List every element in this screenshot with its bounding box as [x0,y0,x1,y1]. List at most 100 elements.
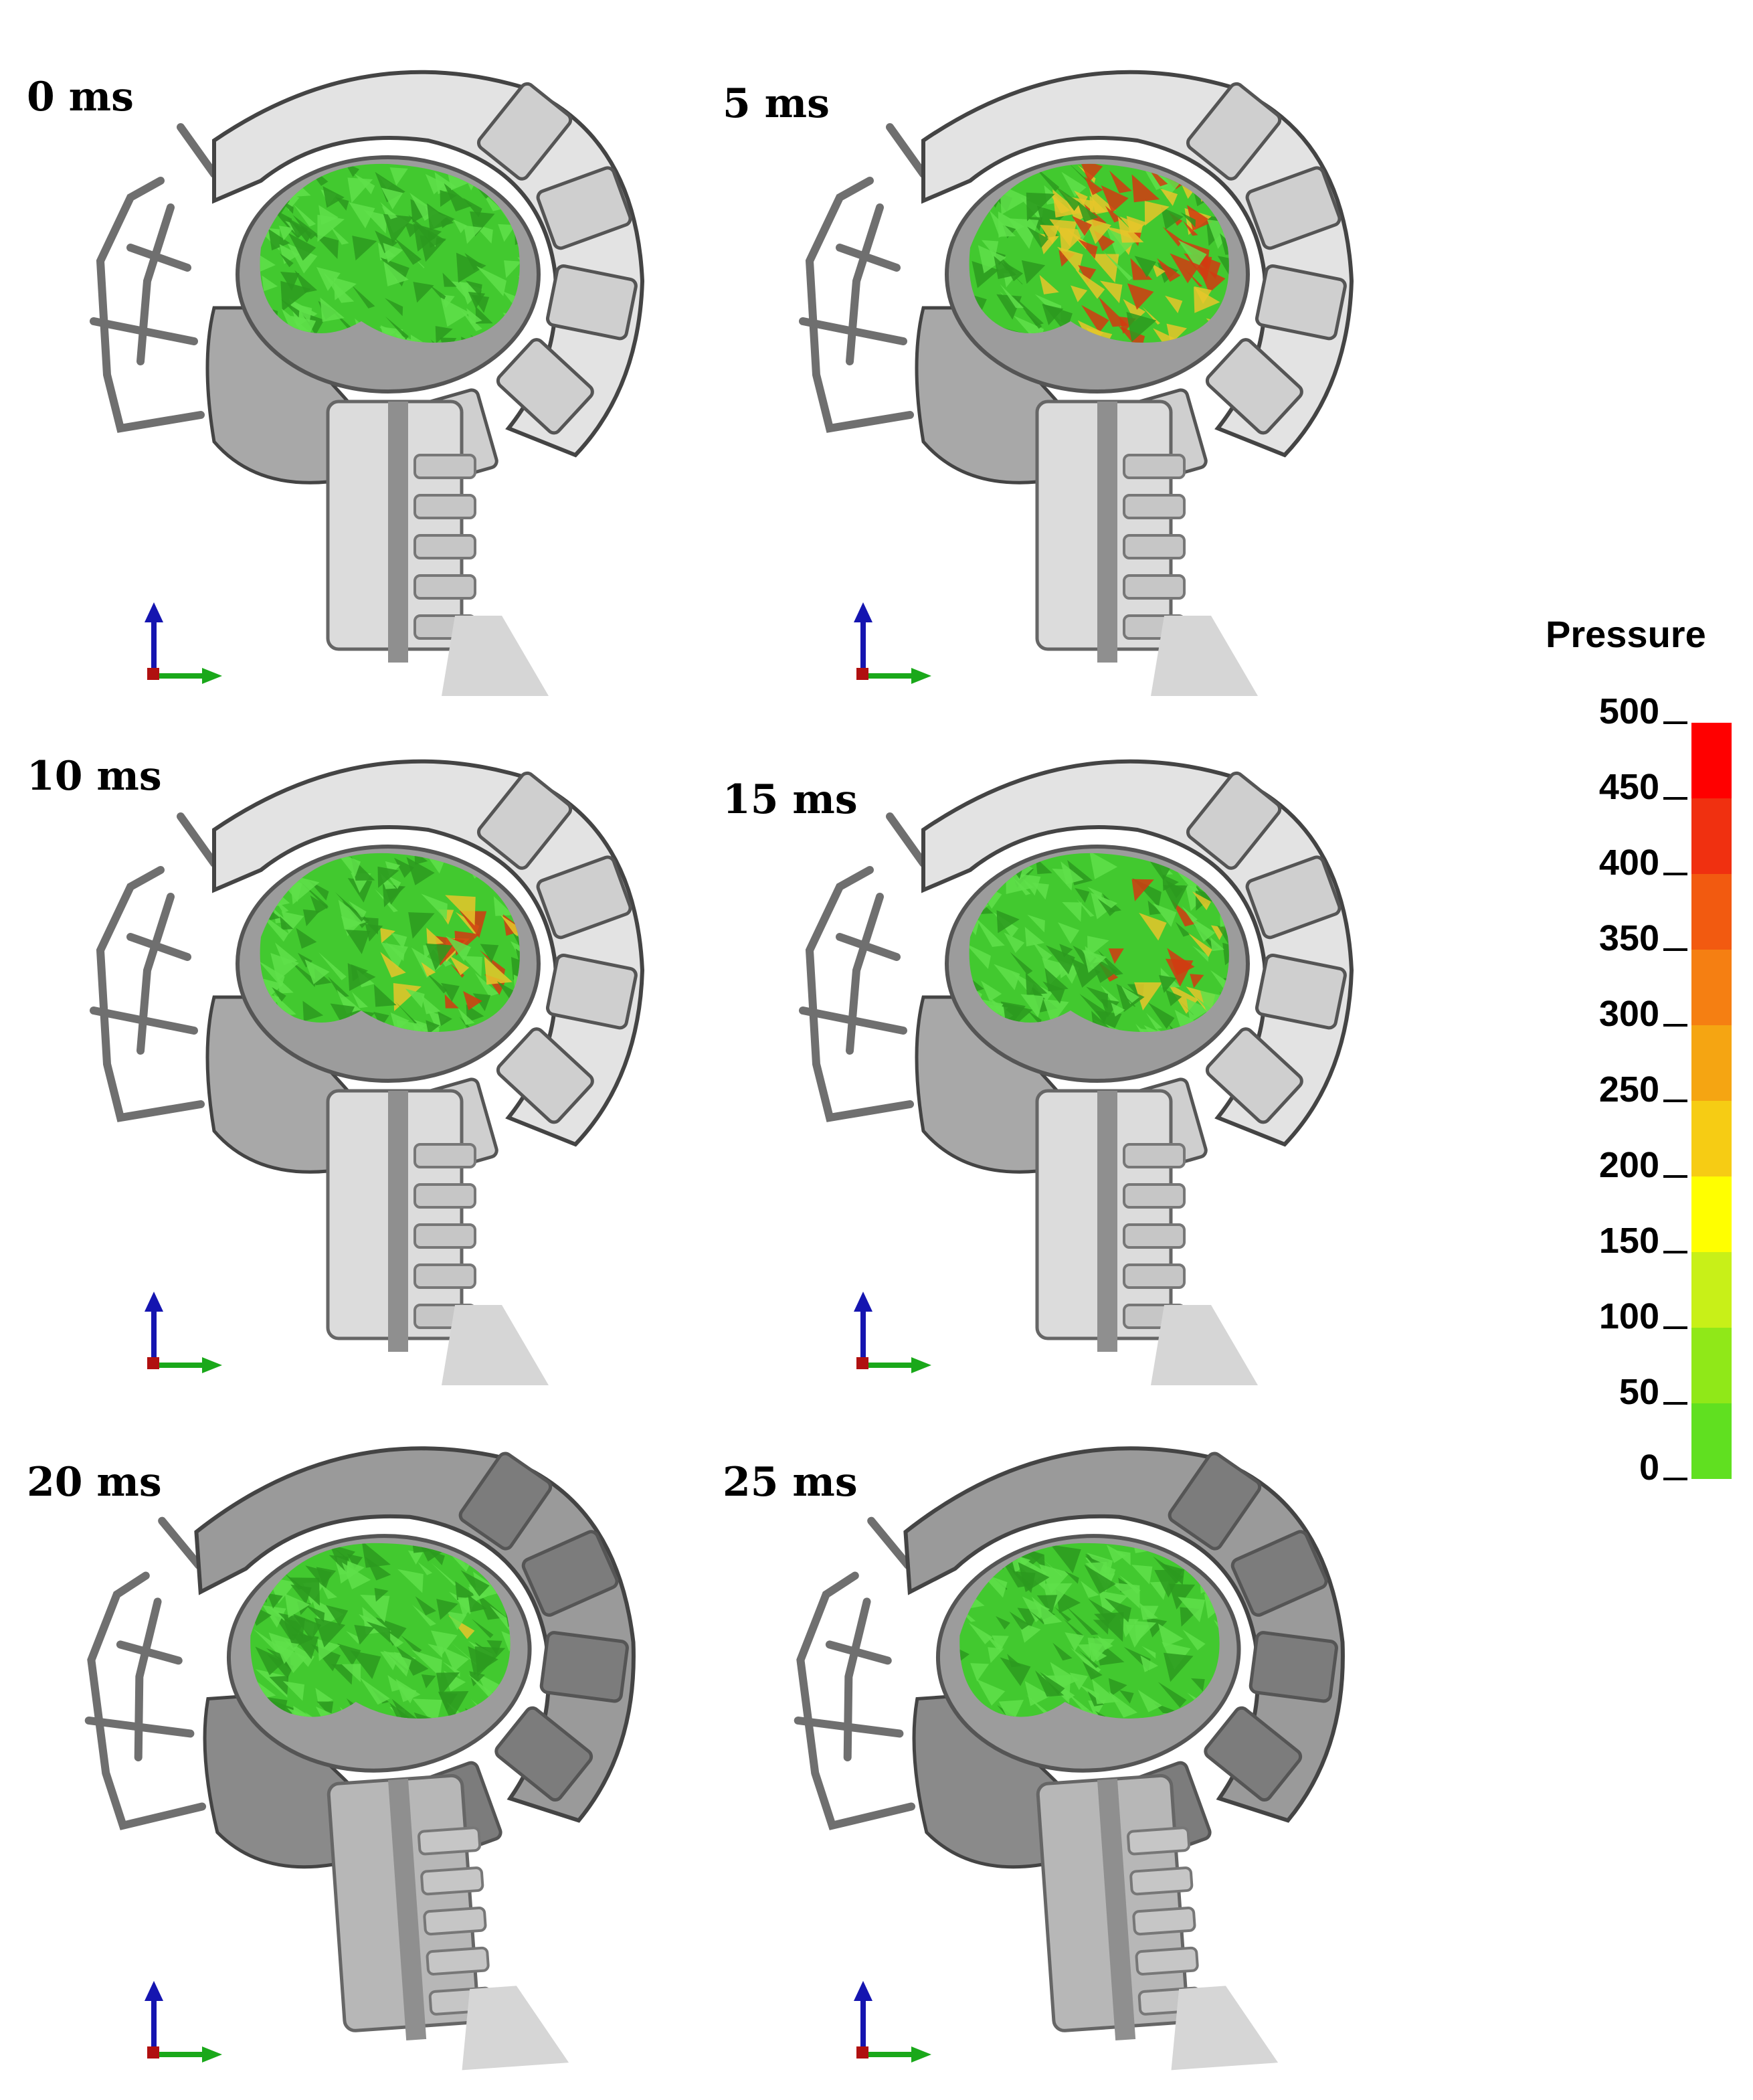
helmet-pad [1186,82,1282,181]
panel-25ms: 25 ms [723,1405,1418,2081]
panel-10ms: 10 ms [13,716,709,1392]
panel-20ms: 20 ms [13,1405,709,2081]
brain [244,1533,516,1731]
helmet-pad [1245,855,1342,940]
legend-tick-label: 0 [1639,1448,1659,1488]
time-label: 0 ms [27,74,134,120]
legend-tick-label: 400 [1598,843,1659,883]
axis-triad [854,602,931,684]
spinal-rod [1097,1778,1136,2041]
legend-color-segment [1691,1252,1732,1328]
vertebra [413,1263,476,1289]
legend-tick-label: 250 [1598,1069,1659,1110]
legend-color-segment [1691,1328,1732,1403]
helmet-pad [1205,338,1303,435]
time-label: 20 ms [27,1459,162,1506]
helmet-pad [476,82,573,181]
helmet-pad [539,1631,629,1703]
vertebra [1135,1946,1199,1976]
render-group [794,1446,1345,2071]
vertebra [413,454,476,479]
legend-tick-mark [1663,1175,1687,1178]
panel-0ms: 0 ms [13,27,709,703]
legend-color-segment [1691,874,1732,950]
time-label: 25 ms [723,1459,858,1506]
vertebra [413,1143,476,1168]
helmet-pad [536,855,632,940]
legend-tick-mark [1663,1100,1687,1102]
vertebra [426,1946,490,1976]
render-group [799,759,1354,1385]
helmet-brain-render [90,759,645,1385]
legend-tick-label: 350 [1598,918,1659,958]
panel-15ms: 15 ms [723,716,1418,1392]
axis-triad [854,1981,931,2063]
legend-color-segment [1691,1403,1732,1479]
helmet-pad [476,771,573,870]
vertebra [1123,534,1186,559]
vertebra [1123,1143,1186,1168]
legend-title: Pressure [1546,613,1706,655]
helmet-pad [1168,1452,1262,1551]
vertebra [1123,1223,1186,1249]
neck-base [1171,1986,1279,2071]
legend-tick-mark [1663,1251,1687,1253]
legend-tick-mark [1663,1024,1687,1027]
helmet-pad [458,1452,553,1551]
legend-tick-mark [1663,797,1687,800]
vertebra [1129,1866,1194,1896]
legend-tick-label: 100 [1598,1296,1659,1336]
spinal-rod [388,402,408,663]
axis-triad [145,1292,222,1373]
helmet-pad [521,1530,619,1617]
helmet-brain-render [799,759,1354,1385]
time-label: 15 ms [723,776,858,823]
neck-base [462,1986,569,2071]
legend-color-segment [1691,798,1732,874]
time-label: 5 ms [723,80,830,127]
helmet-pad [1186,771,1282,870]
vertebra [413,1183,476,1209]
helmet-brain-render [794,1446,1345,2071]
vertebra [1123,494,1186,519]
legend-tick-label: 150 [1598,1221,1659,1261]
helmet-pad [1205,1027,1303,1124]
render-group [799,70,1354,696]
axis-triad [145,1981,222,2063]
vertebra [1123,454,1186,479]
vertebra [1132,1906,1196,1936]
face-cage [90,123,218,433]
helmet-shell [903,1446,1345,1823]
vertebra [418,1826,482,1856]
legend-tick-label: 200 [1598,1145,1659,1185]
vertebra [413,1223,476,1249]
brain [969,853,1229,1032]
helmet-brain-render [84,1446,636,2071]
legend-tick-mark [1663,721,1687,724]
legend-tick-label: 450 [1598,767,1659,807]
legend-color-segment [1691,950,1732,1025]
helmet-pad [496,338,594,435]
legend-colorbar [1691,723,1732,1479]
spinal-rod [388,1091,408,1352]
vertebra [420,1866,484,1896]
legend-color-segment [1691,1176,1732,1252]
legend-tick-mark [1663,873,1687,875]
helmet-brain-render [90,70,645,696]
helmet-pad [1204,1706,1303,1802]
spinal-rod [1097,1091,1117,1352]
legend-color-segment [1691,723,1732,798]
vertebra [1127,1826,1191,1856]
face-cage [799,123,927,433]
vertebra [413,534,476,559]
vertebra [423,1906,487,1936]
helmet-brain-render [799,70,1354,696]
helmet-pad [545,264,638,341]
neck-base [442,1305,549,1385]
helmet-pad [1230,1530,1328,1617]
render-group [90,70,645,696]
panel-5ms: 5 ms [723,27,1418,703]
axis-triad [854,1292,931,1373]
legend-tick-label: 50 [1619,1372,1659,1412]
